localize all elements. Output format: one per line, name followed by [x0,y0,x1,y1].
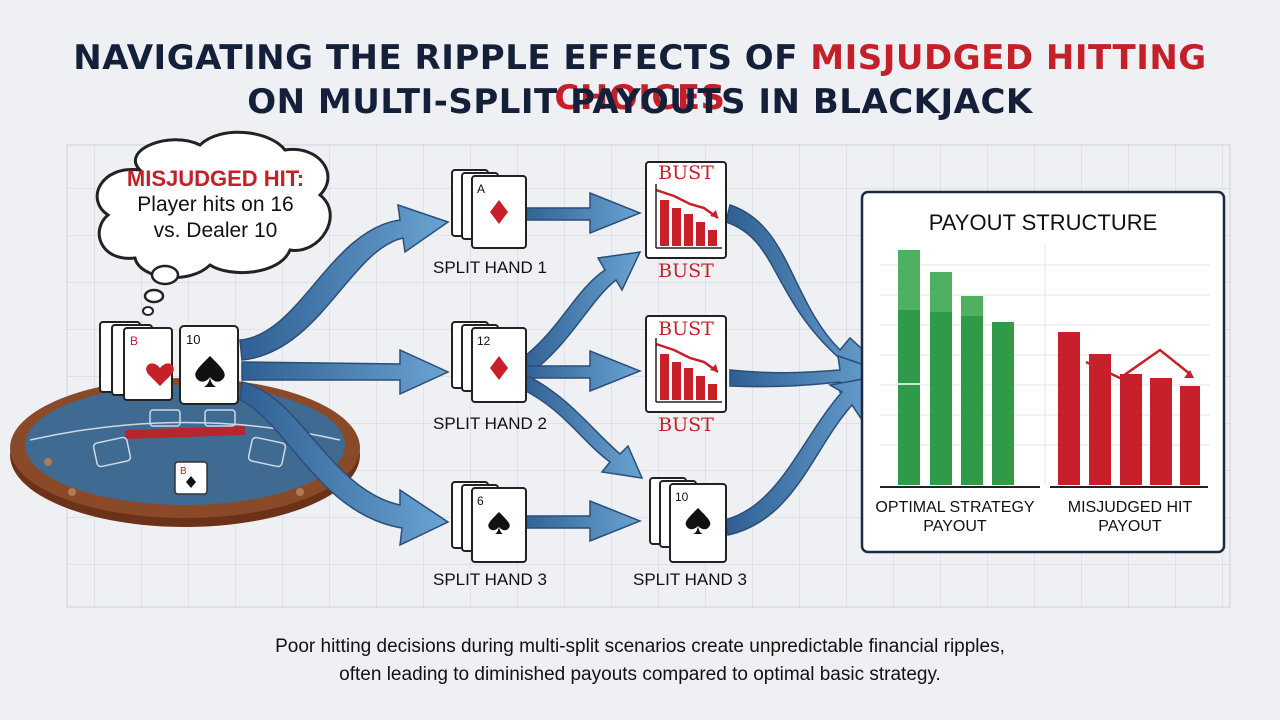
split-hand-1-cards: A [451,169,527,249]
player-cards: B 10 [99,321,239,405]
split-hand-3b-label: SPLIT HAND 3 [632,570,747,589]
split-hand-3-cards: 6 [451,481,527,563]
arrow-hand2-to-hand3b [518,375,644,479]
payout-structure-title: PAYOUT STRUCTURE [928,210,1158,235]
optimal-label-line-2: PAYOUT [923,518,987,535]
arrow-to-hand3 [239,381,450,547]
title-highlight: MISJUDGED HITTING CHOICES [554,38,1207,118]
bust-label-1-bottom: BUST [658,260,714,282]
arrow-hand2-to-bust1 [519,251,642,377]
misjudged-label-line-2: PAYOUT [1098,518,1162,535]
bust-label-2-bottom: BUST [658,414,714,436]
spade-icon [195,356,225,387]
arrow-to-hand2 [241,348,450,396]
thought-line-2: vs. Dealer 10 [153,219,278,242]
page-title-line-2: ON MULTI-SPLIT PAYOUTS IN BLACKJACK [247,82,1033,122]
page-title-line-1: NAVIGATING THE RIPPLE EFFECTS OF MISJUDG… [0,38,1280,118]
optimal-strategy-label: OPTIMAL STRATEGY PAYOUT [870,498,1040,536]
misjudged-hit-label: MISJUDGED HIT PAYOUT [1045,498,1215,536]
diamond-icon [490,356,508,380]
svg-text:10: 10 [675,490,689,504]
split-hand-3b-cards: 10 [649,477,727,563]
caption-line-1: Poor hitting decisions during multi-spli… [275,636,1005,657]
optimal-label-line-1: OPTIMAL STRATEGY [875,499,1035,516]
svg-text:6: 6 [477,494,484,508]
title-prefix: NAVIGATING THE RIPPLE EFFECTS OF [73,38,811,78]
table-card: B [174,461,208,495]
split-hand-2-label: SPLIT HAND 2 [432,414,547,433]
diamond-icon [490,200,508,224]
bust-label-2-top: BUST [658,318,714,340]
caption-line-2: often leading to diminished payouts comp… [339,664,941,685]
arrow-hand1-to-bust1 [519,191,643,235]
spade-icon [685,508,711,534]
bust-label-1-top: BUST [658,162,714,184]
split-hand-2-cards: 12 [451,321,527,403]
svg-text:B: B [130,334,138,348]
thought-bubble [95,130,332,316]
misjudged-bars [1058,332,1200,485]
payout-panel [860,190,1226,554]
thought-bubble-text: MISJUDGED HIT: Player hits on 16 vs. Dea… [108,166,323,244]
optimal-bars [898,250,1014,485]
arrow-to-hand1 [239,203,450,361]
bust-chart-2 [645,315,727,413]
spade-icon [488,512,510,534]
split-hand-1-label: SPLIT HAND 1 [432,258,547,277]
svg-text:12: 12 [477,334,491,348]
svg-text:B: B [180,466,187,477]
flow-arrows [239,191,888,547]
bust-chart-1 [645,161,727,259]
player-front-rank: 10 [186,332,200,347]
svg-text:A: A [477,182,485,196]
thought-line-1: Player hits on 16 [137,193,294,216]
misjudged-label-line-1: MISJUDGED HIT [1067,499,1193,516]
split-hand-3-label: SPLIT HAND 3 [432,570,547,589]
thought-heading: MISJUDGED HIT: [126,166,305,191]
arrow-hand3-to-hand3b [519,499,643,543]
